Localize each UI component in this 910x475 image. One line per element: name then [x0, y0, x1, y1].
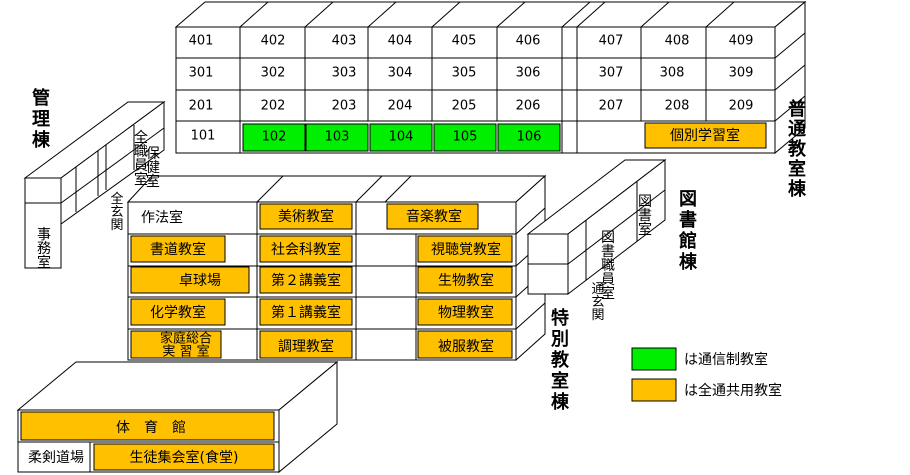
bijutsu-fill	[259, 203, 353, 230]
seitoshukai-fill	[93, 443, 275, 471]
room-208: 208	[665, 99, 690, 114]
tokubetsu-building-3d	[126, 174, 547, 362]
toshokan-building-3d	[526, 158, 667, 296]
kanri-building-label: 管理棟	[32, 87, 51, 151]
room-ongaku: 音楽教室	[406, 208, 462, 225]
room-zenshokuinshitsu: 全職員室	[134, 129, 148, 188]
room-106-fill	[497, 123, 561, 152]
taiikukan-fill	[20, 411, 275, 441]
room-203: 203	[332, 99, 357, 114]
room-seitoshukai: 生徒集会室(食堂)	[130, 449, 239, 466]
room-zengenkan: 全玄関	[110, 191, 123, 233]
room-kateisogo-line2: 実 習 室	[162, 344, 209, 360]
room-taiikukan: 体 育 館	[116, 419, 186, 436]
futsu-building-label: 普通教室棟	[788, 98, 807, 200]
room-kagaku: 化学教室	[150, 304, 206, 321]
kogi2-fill	[259, 266, 353, 294]
room-106: 106	[517, 130, 542, 145]
gym-3d	[16, 360, 339, 474]
room-405: 405	[452, 34, 477, 49]
tokubetsu-building-label: 特別教室棟	[551, 307, 570, 413]
kogi1-fill	[259, 298, 353, 326]
room-kogi2: 第２講義室	[271, 272, 341, 289]
room-306: 306	[516, 66, 541, 81]
legend-label-kyoyo: は全通共用教室	[684, 382, 782, 399]
room-302: 302	[261, 66, 286, 81]
room-309: 309	[729, 66, 754, 81]
legend-swatch-kyoyo	[631, 378, 677, 402]
room-kateisogo-line1: 家庭総合	[160, 331, 212, 347]
room-308: 308	[660, 66, 685, 81]
room-bijutsu: 美術教室	[278, 208, 334, 225]
room-202: 202	[261, 99, 286, 114]
room-shodo: 書道教室	[150, 241, 206, 258]
legend-label-tsushin: は通信制教室	[684, 351, 768, 368]
room-204: 204	[388, 99, 413, 114]
room-103: 103	[325, 130, 350, 145]
ongaku-fill	[386, 203, 479, 230]
room-kobetsu: 個別学習室	[670, 127, 740, 144]
room-hokenshitsu: 保健室	[146, 146, 160, 190]
room-toshoshokuinshitsu: 図書職員室	[601, 230, 615, 302]
room-105: 105	[453, 130, 478, 145]
room-shichokaku: 視聴覚教室	[431, 241, 501, 258]
room-403: 403	[332, 34, 357, 49]
takkyu-fill	[130, 266, 250, 294]
room-406: 406	[516, 34, 541, 49]
room-sahoshitsu: 作法室	[141, 209, 183, 226]
room-206: 206	[516, 99, 541, 114]
room-401: 401	[189, 34, 214, 49]
room-409: 409	[729, 34, 754, 49]
room-209: 209	[729, 99, 754, 114]
room-104: 104	[389, 130, 414, 145]
room-303: 303	[332, 66, 357, 81]
legend-swatch-tsushin	[631, 347, 677, 371]
kagaku-fill	[130, 298, 226, 326]
room-102-fill	[242, 123, 306, 152]
room-104-fill	[369, 123, 433, 152]
room-205: 205	[452, 99, 477, 114]
room-307: 307	[599, 66, 624, 81]
room-kogi1: 第１講義室	[271, 304, 341, 321]
butsuri-fill	[417, 298, 513, 326]
room-takkyu: 卓球場	[179, 273, 221, 289]
room-101: 101	[191, 129, 216, 144]
room-shakai: 社会科教室	[271, 241, 341, 258]
room-hifuku: 被服教室	[438, 338, 494, 355]
room-404: 404	[388, 34, 413, 49]
room-toshoshitsu: 図書室	[638, 194, 652, 238]
toshokan-building-label: 図書館棟	[679, 189, 698, 273]
seibutsu-fill	[417, 266, 513, 294]
room-207: 207	[599, 99, 624, 114]
room-408: 408	[665, 34, 690, 49]
room-tsugenkan: 通玄関	[591, 282, 604, 323]
shichokaku-fill	[417, 235, 513, 263]
room-305: 305	[452, 66, 477, 81]
shodo-fill	[130, 235, 226, 263]
room-201: 201	[189, 99, 214, 114]
room-seibutsu: 生物教室	[438, 272, 494, 289]
hifuku-fill	[417, 330, 513, 359]
room-chori: 調理教室	[278, 338, 334, 355]
room-105-fill	[433, 123, 497, 152]
room-102: 102	[262, 130, 287, 145]
chori-fill	[259, 330, 353, 359]
kobetsu-fill	[644, 122, 767, 149]
room-301: 301	[189, 66, 214, 81]
shakai-fill	[259, 235, 353, 263]
room-103-fill	[305, 123, 369, 152]
room-butsuri: 物理教室	[438, 304, 494, 321]
room-407: 407	[599, 34, 624, 49]
futsu-building-3d	[174, 0, 807, 155]
kanri-building-3d	[23, 101, 166, 269]
kateisogo-fill	[130, 330, 222, 359]
room-402: 402	[261, 34, 286, 49]
room-jimushitsu: 事務室	[37, 227, 51, 271]
room-304: 304	[388, 66, 413, 81]
room-jukendojo: 柔剣道場	[28, 450, 84, 466]
